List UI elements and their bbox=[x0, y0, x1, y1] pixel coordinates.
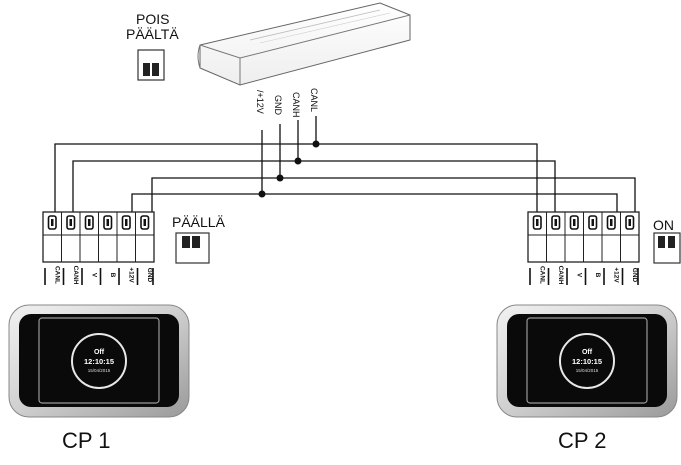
terminal-label-cp2-0: CANL bbox=[538, 266, 545, 284]
junction-12v bbox=[258, 190, 266, 198]
terminal-label-cp1-3: B bbox=[109, 273, 116, 278]
terminal-label-cp2-3: B bbox=[594, 273, 601, 278]
off-switch-label-line1: POIS bbox=[136, 11, 170, 27]
terminal-label-cp1-5: GND bbox=[146, 268, 153, 283]
terminal-label-cp2-4: +12V bbox=[612, 267, 619, 283]
terminal-label-cp2-2: V bbox=[575, 273, 582, 278]
terminal-label-cp1-1: CANH bbox=[72, 266, 79, 285]
off-switch-label-line2: PÄÄLTÄ bbox=[126, 26, 179, 42]
display-time-cp1: 12:10:15 bbox=[84, 357, 114, 366]
bus-device bbox=[197, 2, 411, 86]
junction-gnd bbox=[276, 174, 284, 182]
display-status-cp2: Off bbox=[582, 349, 593, 356]
wire-label-gnd: GND bbox=[273, 95, 283, 116]
display-date-cp2: 15/04/2015 bbox=[576, 368, 599, 373]
bus-lines bbox=[54, 143, 636, 212]
dip-switch-on-cp1 bbox=[175, 232, 210, 264]
junction-canl bbox=[312, 140, 320, 148]
display-status-cp1: Off bbox=[94, 349, 105, 356]
junction-canh bbox=[294, 157, 302, 165]
cp1-label: CP 1 bbox=[62, 428, 111, 453]
junction-dots bbox=[258, 140, 320, 198]
terminal-label-cp1-2: V bbox=[90, 273, 97, 278]
terminal-label-cp1-0: CANL bbox=[53, 266, 60, 284]
wire-label-canl: CANL bbox=[309, 88, 319, 112]
terminal-label-cp2-1: CANH bbox=[557, 266, 564, 285]
bus-drop-wires bbox=[261, 116, 317, 194]
dip-switch-on-cp2 bbox=[653, 232, 681, 264]
on-switch-label-cp2: ON bbox=[653, 217, 674, 233]
terminal-label-cp2-5: GND bbox=[631, 268, 638, 283]
on-switch-label-cp1: PÄÄLLÄ bbox=[172, 214, 225, 230]
dip-switch-off bbox=[137, 49, 165, 81]
display-time-cp2: 12:10:15 bbox=[572, 357, 602, 366]
cp2-label: CP 2 bbox=[558, 428, 607, 453]
display-date-cp1: 15/04/2015 bbox=[88, 368, 111, 373]
terminal-block-cp1: CANL CANH V B +12V GND bbox=[42, 211, 155, 285]
terminal-label-cp1-4: +12V bbox=[127, 267, 134, 283]
terminal-block-cp2: CANL CANH V B +12V GND bbox=[527, 211, 640, 285]
bus-wire-labels: /+12V GND CANH CANL bbox=[255, 88, 319, 118]
wire-label-canh: CANH bbox=[291, 92, 301, 118]
wire-label-12v: /+12V bbox=[255, 90, 265, 114]
